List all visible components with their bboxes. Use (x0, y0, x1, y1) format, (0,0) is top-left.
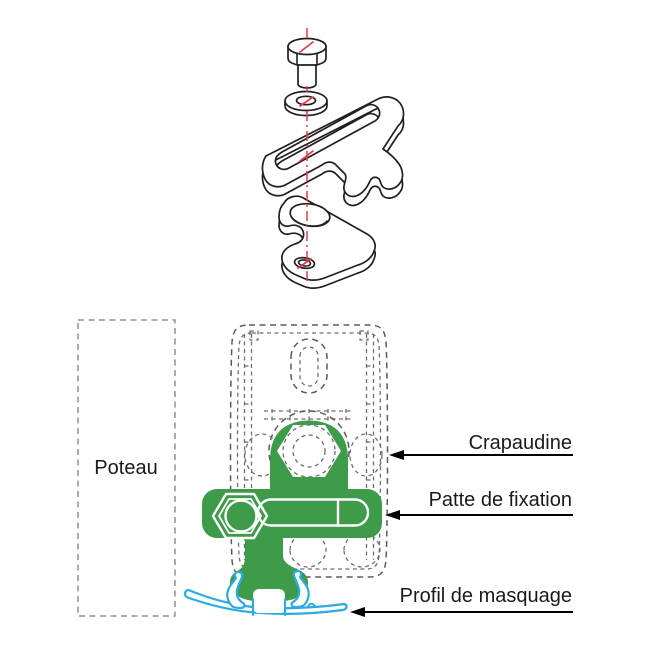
exploded-assembly-view (261, 28, 405, 289)
bracket-plate-top-face (261, 96, 405, 198)
crapaudine-hole-depth-line (291, 217, 328, 227)
profile-lower-slot-left (289, 532, 327, 568)
poteau-label: Poteau (94, 457, 157, 479)
profile-top-slot-inner (299, 346, 319, 387)
bolt-head-circle (224, 499, 258, 533)
callout-profil-de-masquage: Profil de masquage (350, 585, 573, 617)
washer (284, 90, 328, 117)
masking-profile-tooth (307, 602, 316, 608)
installed-section-view: Poteau (77, 319, 389, 617)
poteau-dashed-rect (77, 319, 176, 617)
clip-arm-left (226, 570, 246, 610)
clip-arm-right (290, 569, 310, 609)
callout-labels: Crapaudine Patte de fixation Profil de m… (350, 432, 573, 617)
crapaudine-leader-arrowhead-icon (389, 450, 404, 460)
fixing-bracket-plate-iso (261, 96, 405, 207)
profile-lower-slot-right (343, 532, 381, 568)
bracket-stem-foot (229, 538, 309, 601)
assembly-centerline (297, 28, 314, 283)
profile-top-slot-outer (290, 338, 328, 394)
bracket-slot-outline (256, 498, 370, 527)
bolt-head-hex-chamfer (218, 498, 262, 534)
bracket-horizontal-bar (202, 489, 382, 538)
masking-profile-strip (183, 589, 348, 615)
profil-de-masquage-label: Profil de masquage (400, 585, 572, 607)
bolt-hex-cutout (277, 425, 341, 477)
patte-de-fixation-label: Patte de fixation (429, 489, 572, 511)
profil-leader-arrowhead-icon (350, 607, 365, 617)
masking-profile (183, 569, 348, 616)
profile-screw-channels (243, 334, 375, 560)
profile-corner-clip-left (249, 330, 259, 341)
profile-side-cavity-right (349, 433, 383, 477)
crapaudine-small-hole-inner (297, 259, 312, 267)
bolt-seat-circle-outer (282, 424, 336, 478)
clip-ribs (252, 598, 286, 616)
profile-corner-clip-right (359, 330, 369, 341)
crapaudine-label: Crapaudine (469, 432, 572, 454)
clip-channel-gap (253, 589, 285, 613)
bolt-shank (297, 61, 317, 89)
bolt-head-hex-outline (211, 492, 269, 540)
callout-patte-de-fixation: Patte de fixation (385, 489, 573, 520)
callout-crapaudine: Crapaudine (389, 432, 573, 460)
fixing-bracket-installed (202, 420, 382, 601)
crapaudine-seat-circle (268, 410, 350, 492)
centerline-ticks (297, 41, 314, 269)
poteau-zone: Poteau (77, 319, 176, 617)
crapaudine-plate-iso (278, 195, 377, 289)
patte-leader-arrowhead-icon (385, 510, 400, 520)
profile-outer-contour (229, 324, 389, 578)
profile-bridge-lines (264, 409, 354, 421)
bolt-seat-circle-inner (292, 434, 326, 468)
